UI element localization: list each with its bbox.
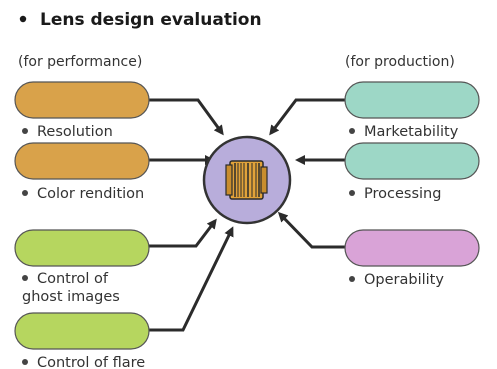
factor-color-rendition: Color rendition xyxy=(14,142,150,202)
factor-label-line-1: Control of xyxy=(37,271,109,287)
factor-box xyxy=(344,229,480,267)
factor-resolution: Resolution xyxy=(14,81,150,140)
factor-box xyxy=(14,81,150,119)
bullet-icon xyxy=(349,276,355,282)
arrows xyxy=(148,98,346,332)
lens-cross-section-icon xyxy=(225,160,268,200)
factor-label: Operability xyxy=(364,272,444,288)
factor-box xyxy=(344,81,480,119)
factor-label: Processing xyxy=(364,186,441,202)
title: Lens design evaluation xyxy=(19,10,262,30)
group-label-performance: (for performance) xyxy=(18,54,142,70)
factor-control-of-ghost-images: Control of ghost images xyxy=(14,229,150,305)
factor-label: Control of flare xyxy=(37,355,145,369)
bullet-icon xyxy=(22,128,28,134)
bullet-icon xyxy=(22,275,28,281)
arrow-flare xyxy=(148,226,234,332)
factor-box xyxy=(14,312,150,350)
arrow-resolution xyxy=(148,98,224,136)
arrow-operability xyxy=(277,211,346,249)
factor-box xyxy=(14,229,150,267)
bullet-icon xyxy=(22,359,28,365)
factor-label-line-2: ghost images xyxy=(22,289,120,305)
factor-operability: Operability xyxy=(344,229,480,288)
arrow-ghost-images xyxy=(148,218,217,248)
title-text: Lens design evaluation xyxy=(40,10,262,30)
bullet-icon xyxy=(22,190,28,196)
factor-label: Color rendition xyxy=(37,186,144,202)
group-label-production: (for production) xyxy=(345,54,455,70)
bullet-icon xyxy=(349,128,355,134)
factor-label: Marketability xyxy=(364,124,459,140)
bullet-icon xyxy=(349,190,355,196)
factor-control-of-flare: Control of flare xyxy=(14,312,150,369)
arrow-marketability xyxy=(269,98,346,136)
center-lens xyxy=(202,135,292,225)
factor-box xyxy=(14,142,150,180)
title-bullet-icon xyxy=(19,15,27,23)
factor-label: Resolution xyxy=(37,124,113,140)
factor-processing: Processing xyxy=(344,142,480,202)
factor-marketability: Marketability xyxy=(344,81,480,140)
factor-box xyxy=(344,142,480,180)
